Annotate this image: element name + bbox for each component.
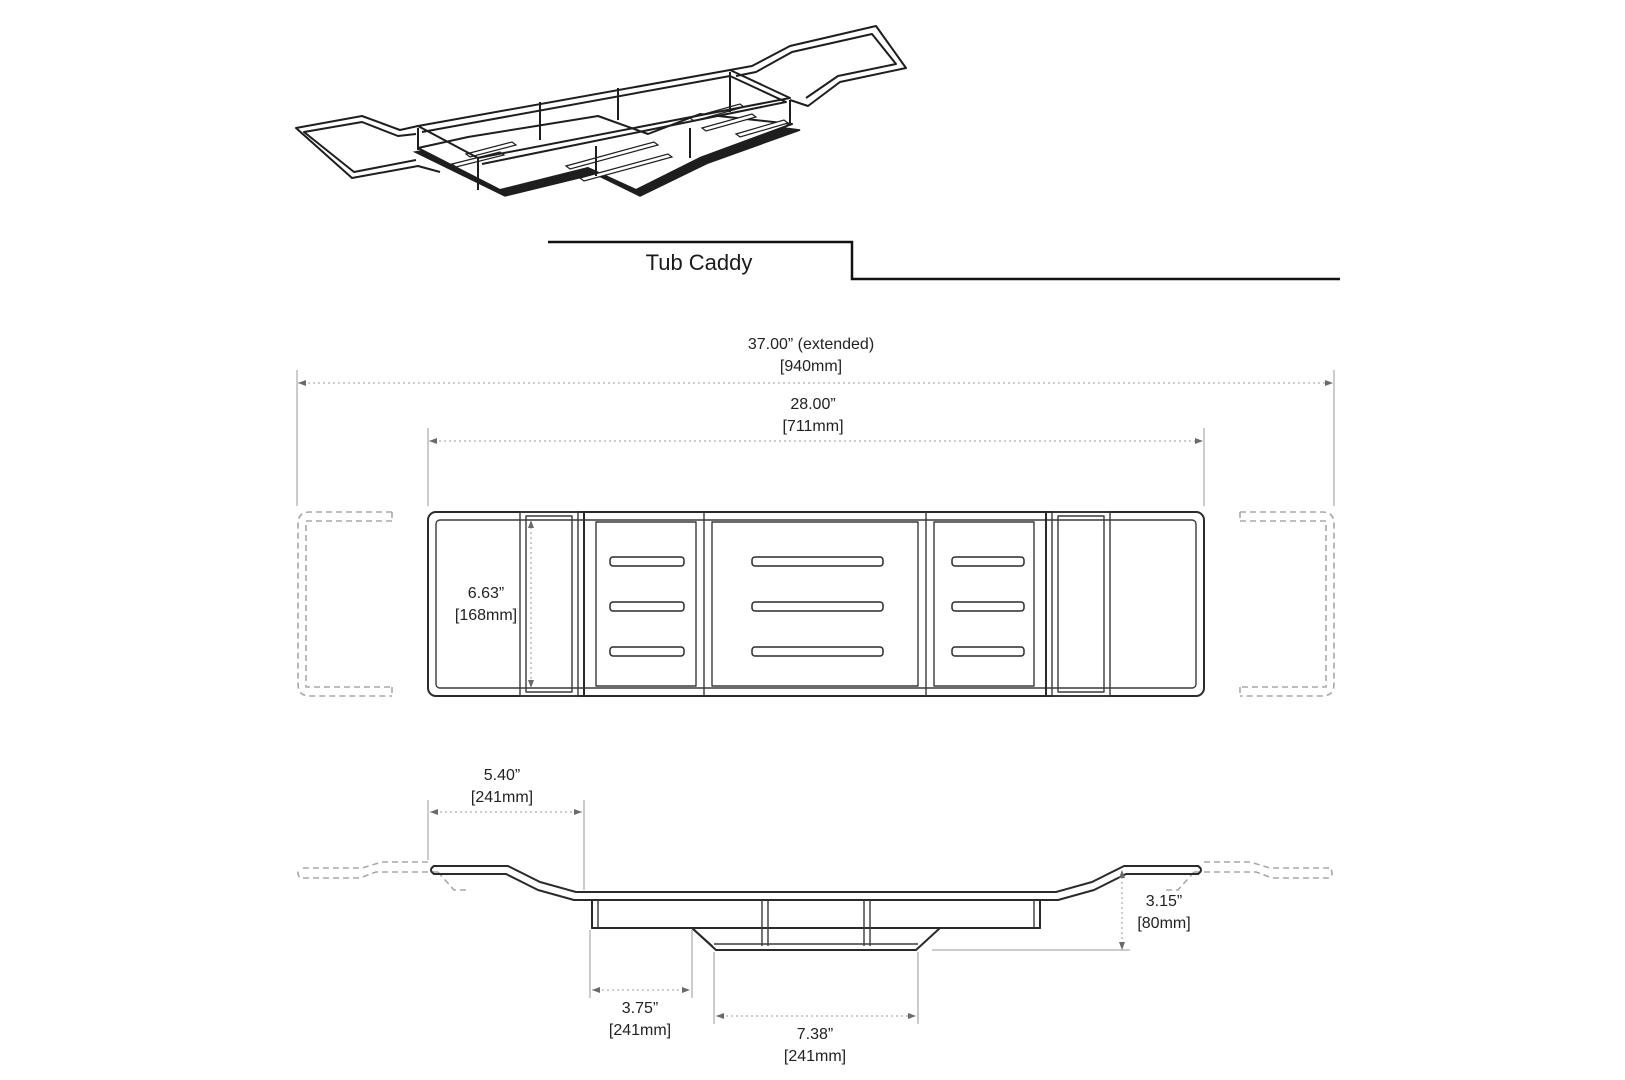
dimension-overall: 28.00” [711mm] [427,396,1205,506]
ghost-right-arm-inner [1240,520,1327,688]
iso-right-arm-inner [735,33,897,99]
side-rail-bottom [433,873,1199,901]
ghost-left-arm [297,511,392,697]
side-tray-bottom [591,927,1041,951]
sleeve-right-inner [1057,515,1105,693]
dimension-width: 6.63” [168mm] [455,520,534,688]
title-block: Tub Caddy [548,240,1340,281]
sleeve-left [519,511,579,697]
iso-posts [417,72,791,190]
iso-frame-inner [421,75,787,165]
dim-overall-extended-value: 37.00” (extended) [748,336,874,353]
side-view: 5.40” [241mm] 3.15” [80mm] 3.75” [241mm] [297,767,1333,1065]
iso-left-arm [295,115,441,179]
tray-panel-center [711,521,919,687]
side-tray-top-edge [591,899,1041,929]
iso-right-arm [729,25,907,107]
page-title: Tub Caddy [646,250,753,275]
iso-frame-main [417,69,791,159]
dimension-center-tray: 7.38” [241mm] [713,952,919,1065]
sleeve-left-inner [525,515,573,693]
side-rail-top [433,865,1199,893]
tray-slots [609,556,1025,657]
iso-left-arm-inner [303,121,417,173]
dimension-depth: 3.15” [80mm] [932,870,1191,951]
title-underline [548,240,1340,281]
dimension-arm-length: 5.40” [241mm] [427,767,585,890]
dim-overall-metric: [711mm] [782,418,843,435]
tray-panel-right [933,521,1035,687]
frame-inner [435,519,1197,689]
dim-depth-metric: [80mm] [1137,915,1190,932]
tray-outer [583,511,1047,697]
dim-side-tray-value: 3.75” [622,1000,658,1017]
top-view: 37.00” (extended) [940mm] 28.00” [711mm] [296,336,1335,697]
dim-overall-extended-metric: [940mm] [780,358,842,375]
dimension-overall-extended: 37.00” (extended) [940mm] [296,336,1335,506]
tray-panel-left [595,521,697,687]
isometric-view [295,25,907,197]
dim-center-tray-value: 7.38” [797,1026,833,1043]
ghost-right-arm [1240,511,1335,697]
ghost-left-arm-inner [305,520,392,688]
dim-side-tray-metric: [241mm] [609,1022,671,1039]
dimension-side-tray: 3.75” [241mm] [589,930,693,1039]
ghost-side-left [300,861,428,869]
dim-center-tray-metric: [241mm] [784,1048,846,1065]
dim-arm-length-value: 5.40” [484,767,520,784]
dim-arm-length-metric: [241mm] [471,789,533,806]
ghost-side-right-lower [1194,867,1333,879]
ghost-side-left-lower [297,867,438,879]
sleeve-right [1051,511,1111,697]
dim-width-value: 6.63” [468,585,504,602]
iso-tray-top [417,113,793,191]
dim-overall-value: 28.00” [790,396,835,413]
dim-width-metric: [168mm] [455,607,517,624]
ghost-side-right [1204,861,1330,869]
dim-depth-value: 3.15” [1146,893,1182,910]
